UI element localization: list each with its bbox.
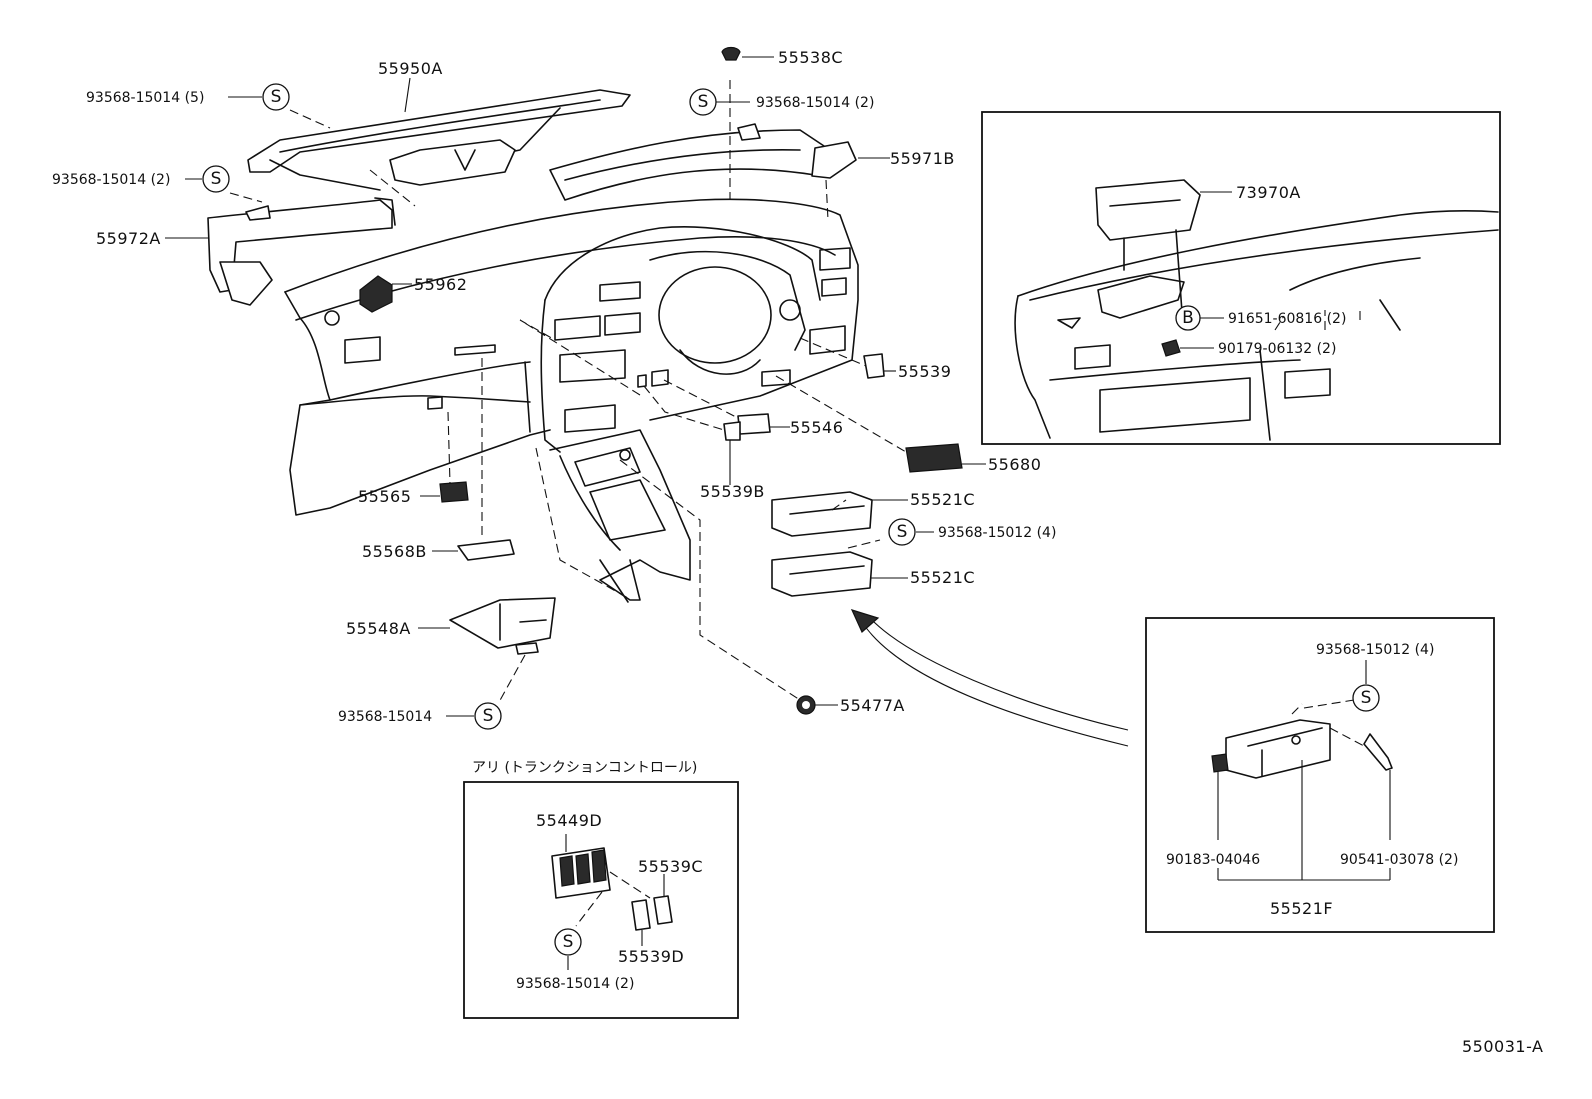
svg-text:S: S [483,706,494,726]
option-box-title: アリ (トランクションコントロール) [472,760,697,776]
cover-55565 [439,481,469,503]
svg-text:S: S [698,92,709,112]
clip-55538C [721,46,741,61]
part-label: 55546 [790,418,843,437]
part-label: 55521C [910,568,975,587]
svg-text:S: S [563,932,574,952]
part-label: 73970A [1236,183,1301,202]
box-55548A [449,597,556,655]
svg-text:S: S [1361,688,1372,708]
part-label: 55680 [988,455,1041,474]
svg-text:S: S [271,87,282,107]
part-label: 55950A [378,59,443,78]
fastener-label: 93568-15012 (4) [1316,642,1434,658]
svg-text:B: B [1182,308,1194,328]
inset-box-55521F [1145,617,1495,933]
part-label: 55971B [890,149,955,168]
part-label: 55538C [778,48,843,67]
part-label: 55565 [358,487,411,506]
switch-55546 [723,413,771,441]
diagram-id: 550031-A [1462,1037,1543,1056]
screw-s6: S [1352,684,1380,712]
fastener-label: 93568-15012 (4) [938,525,1056,541]
fastener-label: 93568-15014 (2) [516,976,634,992]
inset-box-73970A [981,111,1501,445]
fastener-label: 91651-60816 (2) [1228,311,1346,327]
part-label: 55539B [700,482,765,501]
switch-55680 [905,443,963,473]
svg-text:S: S [897,522,908,542]
pocket-55521C-top [771,491,873,537]
fastener-label: 93568-15014 (5) [86,90,204,106]
part-label: 90183-04046 [1166,852,1260,868]
cover-55568B [457,539,515,561]
screw-s1: S [262,83,290,111]
screw-s5: S [474,702,502,730]
screw-s2: S [689,88,717,116]
part-label: 55568B [362,542,427,561]
fastener-label: 93568-15014 [338,709,432,725]
part-label: 55477A [840,696,905,715]
part-label: 55521F [1270,899,1333,918]
part-label: 55962 [414,275,467,294]
inset-box-option [463,781,739,1019]
screw-s3: S [202,165,230,193]
grommet-55477A [796,695,816,715]
pocket-55521C-bottom [771,551,873,597]
part-label: 55539 [898,362,951,381]
part-label: 55449D [536,811,602,830]
side-duct-55972A [207,197,396,306]
dashed-guides [229,80,907,705]
side-duct-55971B [549,123,857,201]
part-label: 55539D [618,947,684,966]
instrument-panel [284,198,859,603]
svg-text:S: S [211,169,222,189]
fastener-label: 90179-06132 (2) [1218,341,1336,357]
fastener-label: 93568-15014 (2) [756,95,874,111]
defroster-duct-55950A [247,89,631,191]
bolt-b1: B [1175,305,1201,331]
part-label: 55521C [910,490,975,509]
vent-55962 [359,275,393,313]
part-label: 55539C [638,857,703,876]
part-label: 90541-03078 (2) [1340,852,1458,868]
switch-55539 [863,353,885,379]
part-label: 55972A [96,229,161,248]
leaders [165,56,1129,747]
screw-s7: S [554,928,582,956]
part-label: 55548A [346,619,411,638]
screw-s4: S [888,518,916,546]
fastener-label: 93568-15014 (2) [52,172,170,188]
